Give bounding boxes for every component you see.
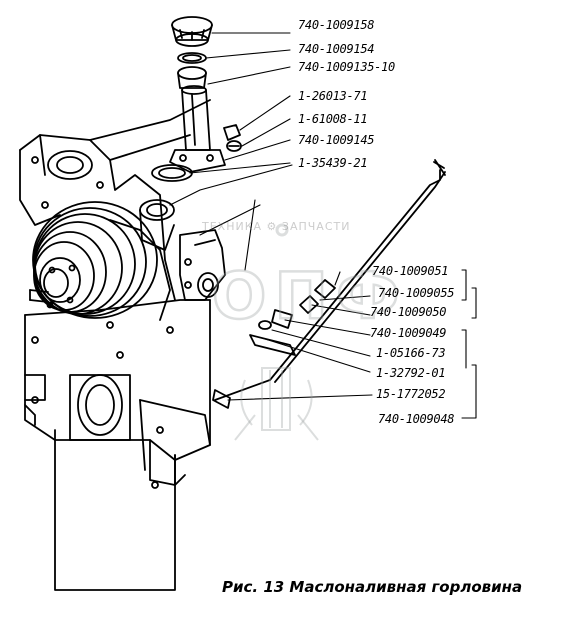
leader-lines — [169, 32, 477, 419]
part-label: 740-1009135-10 — [298, 60, 395, 74]
watermark: ТЕХНИКА ⚙ ЗАПЧАСТИ — [202, 220, 350, 233]
figure-caption: Рис. 13 Маслоналивная горловина — [222, 578, 523, 596]
engine-block — [24, 299, 211, 591]
part-label: 1-05166-73 — [376, 346, 446, 360]
part-label: 1-61008-11 — [298, 112, 368, 126]
part-label: 15-1772052 — [376, 387, 446, 401]
filler-neck-assembly — [151, 16, 242, 182]
part-label: 740-1009048 — [378, 412, 455, 426]
part-label: 740-1009049 — [370, 326, 447, 340]
part-label: 1-26013-71 — [298, 89, 368, 103]
watermark-emblem: ОПФ — [211, 223, 407, 441]
front-housing — [19, 99, 211, 301]
part-label: 740-1009050 — [370, 305, 447, 319]
part-label: 740-1009145 — [298, 133, 375, 147]
breather-fitting — [179, 229, 226, 301]
part-label: 1-35439-21 — [298, 156, 368, 170]
watermark-text-left: ТЕХНИКА — [202, 220, 263, 233]
part-label: 1-32792-01 — [376, 366, 446, 380]
svg-text:ОПФ: ОПФ — [212, 260, 407, 334]
part-label: 740-1009158 — [298, 18, 375, 32]
watermark-text-right: ЗАПЧАСТИ — [281, 220, 351, 233]
crank-pulley — [29, 201, 171, 321]
dipstick-tube — [212, 159, 446, 409]
part-label: 740-1009051 — [372, 264, 449, 278]
gear-icon: ⚙ — [266, 220, 282, 233]
part-label: 740-1009154 — [298, 42, 375, 56]
part-label: 740-1009055 — [378, 286, 455, 300]
